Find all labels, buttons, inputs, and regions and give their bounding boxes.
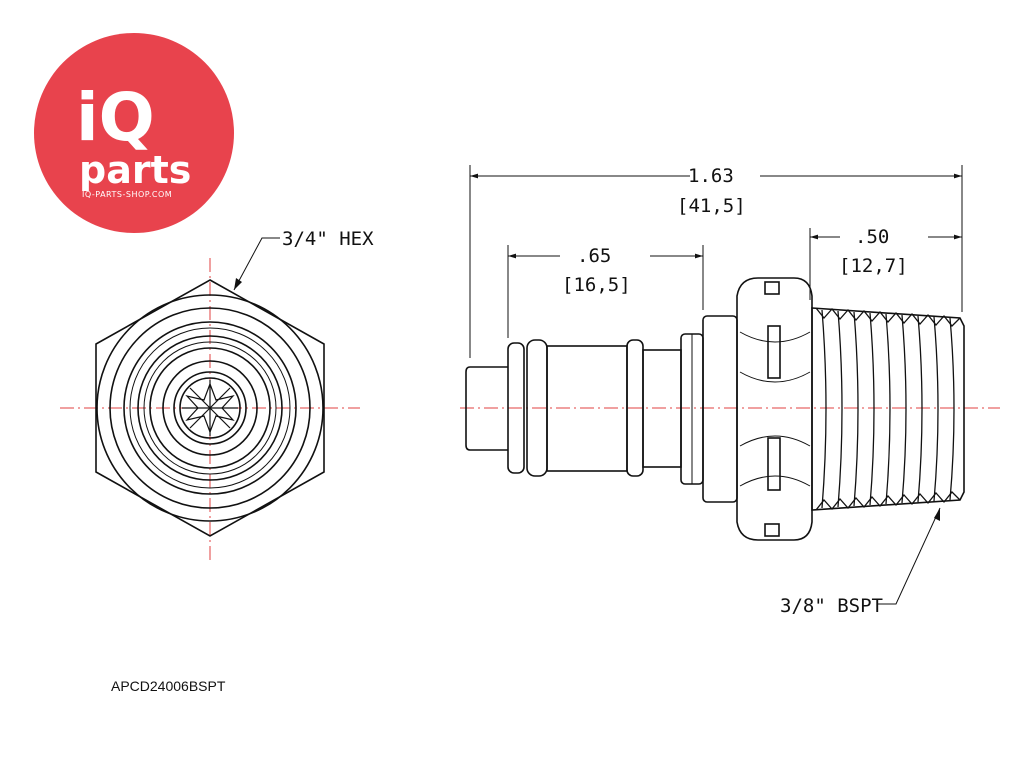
thread-lines [821, 309, 955, 509]
ring-7 [162, 360, 258, 456]
hex-notch-2 [767, 325, 781, 379]
logo-brand-sub: parts [79, 148, 191, 192]
hex-notch-3 [767, 437, 781, 491]
dim-thread-in: .50 [855, 226, 889, 248]
thread-label: 3/8" BSPT [780, 595, 883, 617]
ring-3 [129, 327, 291, 489]
dim-overall-in: 1.63 [688, 165, 734, 187]
hex-outline [95, 279, 325, 537]
dim-body-in: .65 [577, 245, 611, 267]
iq-parts-logo: iQ parts IQ-PARTS-SHOP.COM [34, 33, 234, 233]
hex-body [736, 277, 813, 541]
hex-notch-1 [764, 281, 780, 295]
hex-flat-4 [739, 475, 811, 487]
hex-flat-2 [739, 371, 811, 383]
dim-body-mm: [16,5] [562, 274, 631, 296]
ring-8 [173, 371, 247, 445]
nose-tip [465, 366, 508, 451]
ring-2 [123, 321, 297, 495]
logo-circle [34, 33, 234, 233]
hex-chamfer-circle [96, 294, 324, 522]
bspt-leader [878, 507, 941, 605]
dim-thread-mm: [12,7] [839, 255, 908, 277]
bspt-leader-arrow [934, 508, 940, 521]
collar-step [702, 315, 738, 503]
ring-6 [149, 347, 271, 469]
logo-url: IQ-PARTS-SHOP.COM [82, 190, 172, 199]
ring-9 [179, 377, 241, 439]
valve-star [182, 380, 238, 436]
side-view: 1.63 [41,5] .65 [16,5] .50 [12,7] 3/8" B… [460, 165, 1000, 617]
ring-4 [137, 335, 283, 481]
hex-notch-4 [764, 523, 780, 537]
dim-overall-mm: [41,5] [677, 195, 746, 217]
ring-5 [143, 341, 277, 475]
hex-label: 3/4" HEX [282, 228, 374, 250]
hex-flat-3 [739, 435, 811, 447]
thread-teeth [815, 307, 961, 511]
hex-flat-1 [739, 331, 811, 343]
logo-brand-main: iQ [76, 79, 155, 156]
ring-1 [109, 307, 311, 509]
nose-ring-1 [507, 342, 525, 474]
part-number: APCD24006BSPT [111, 678, 226, 694]
hex-leader-arrow [234, 278, 242, 290]
hex-leader [233, 237, 280, 291]
front-view-hex: 3/4" HEX [60, 228, 374, 560]
